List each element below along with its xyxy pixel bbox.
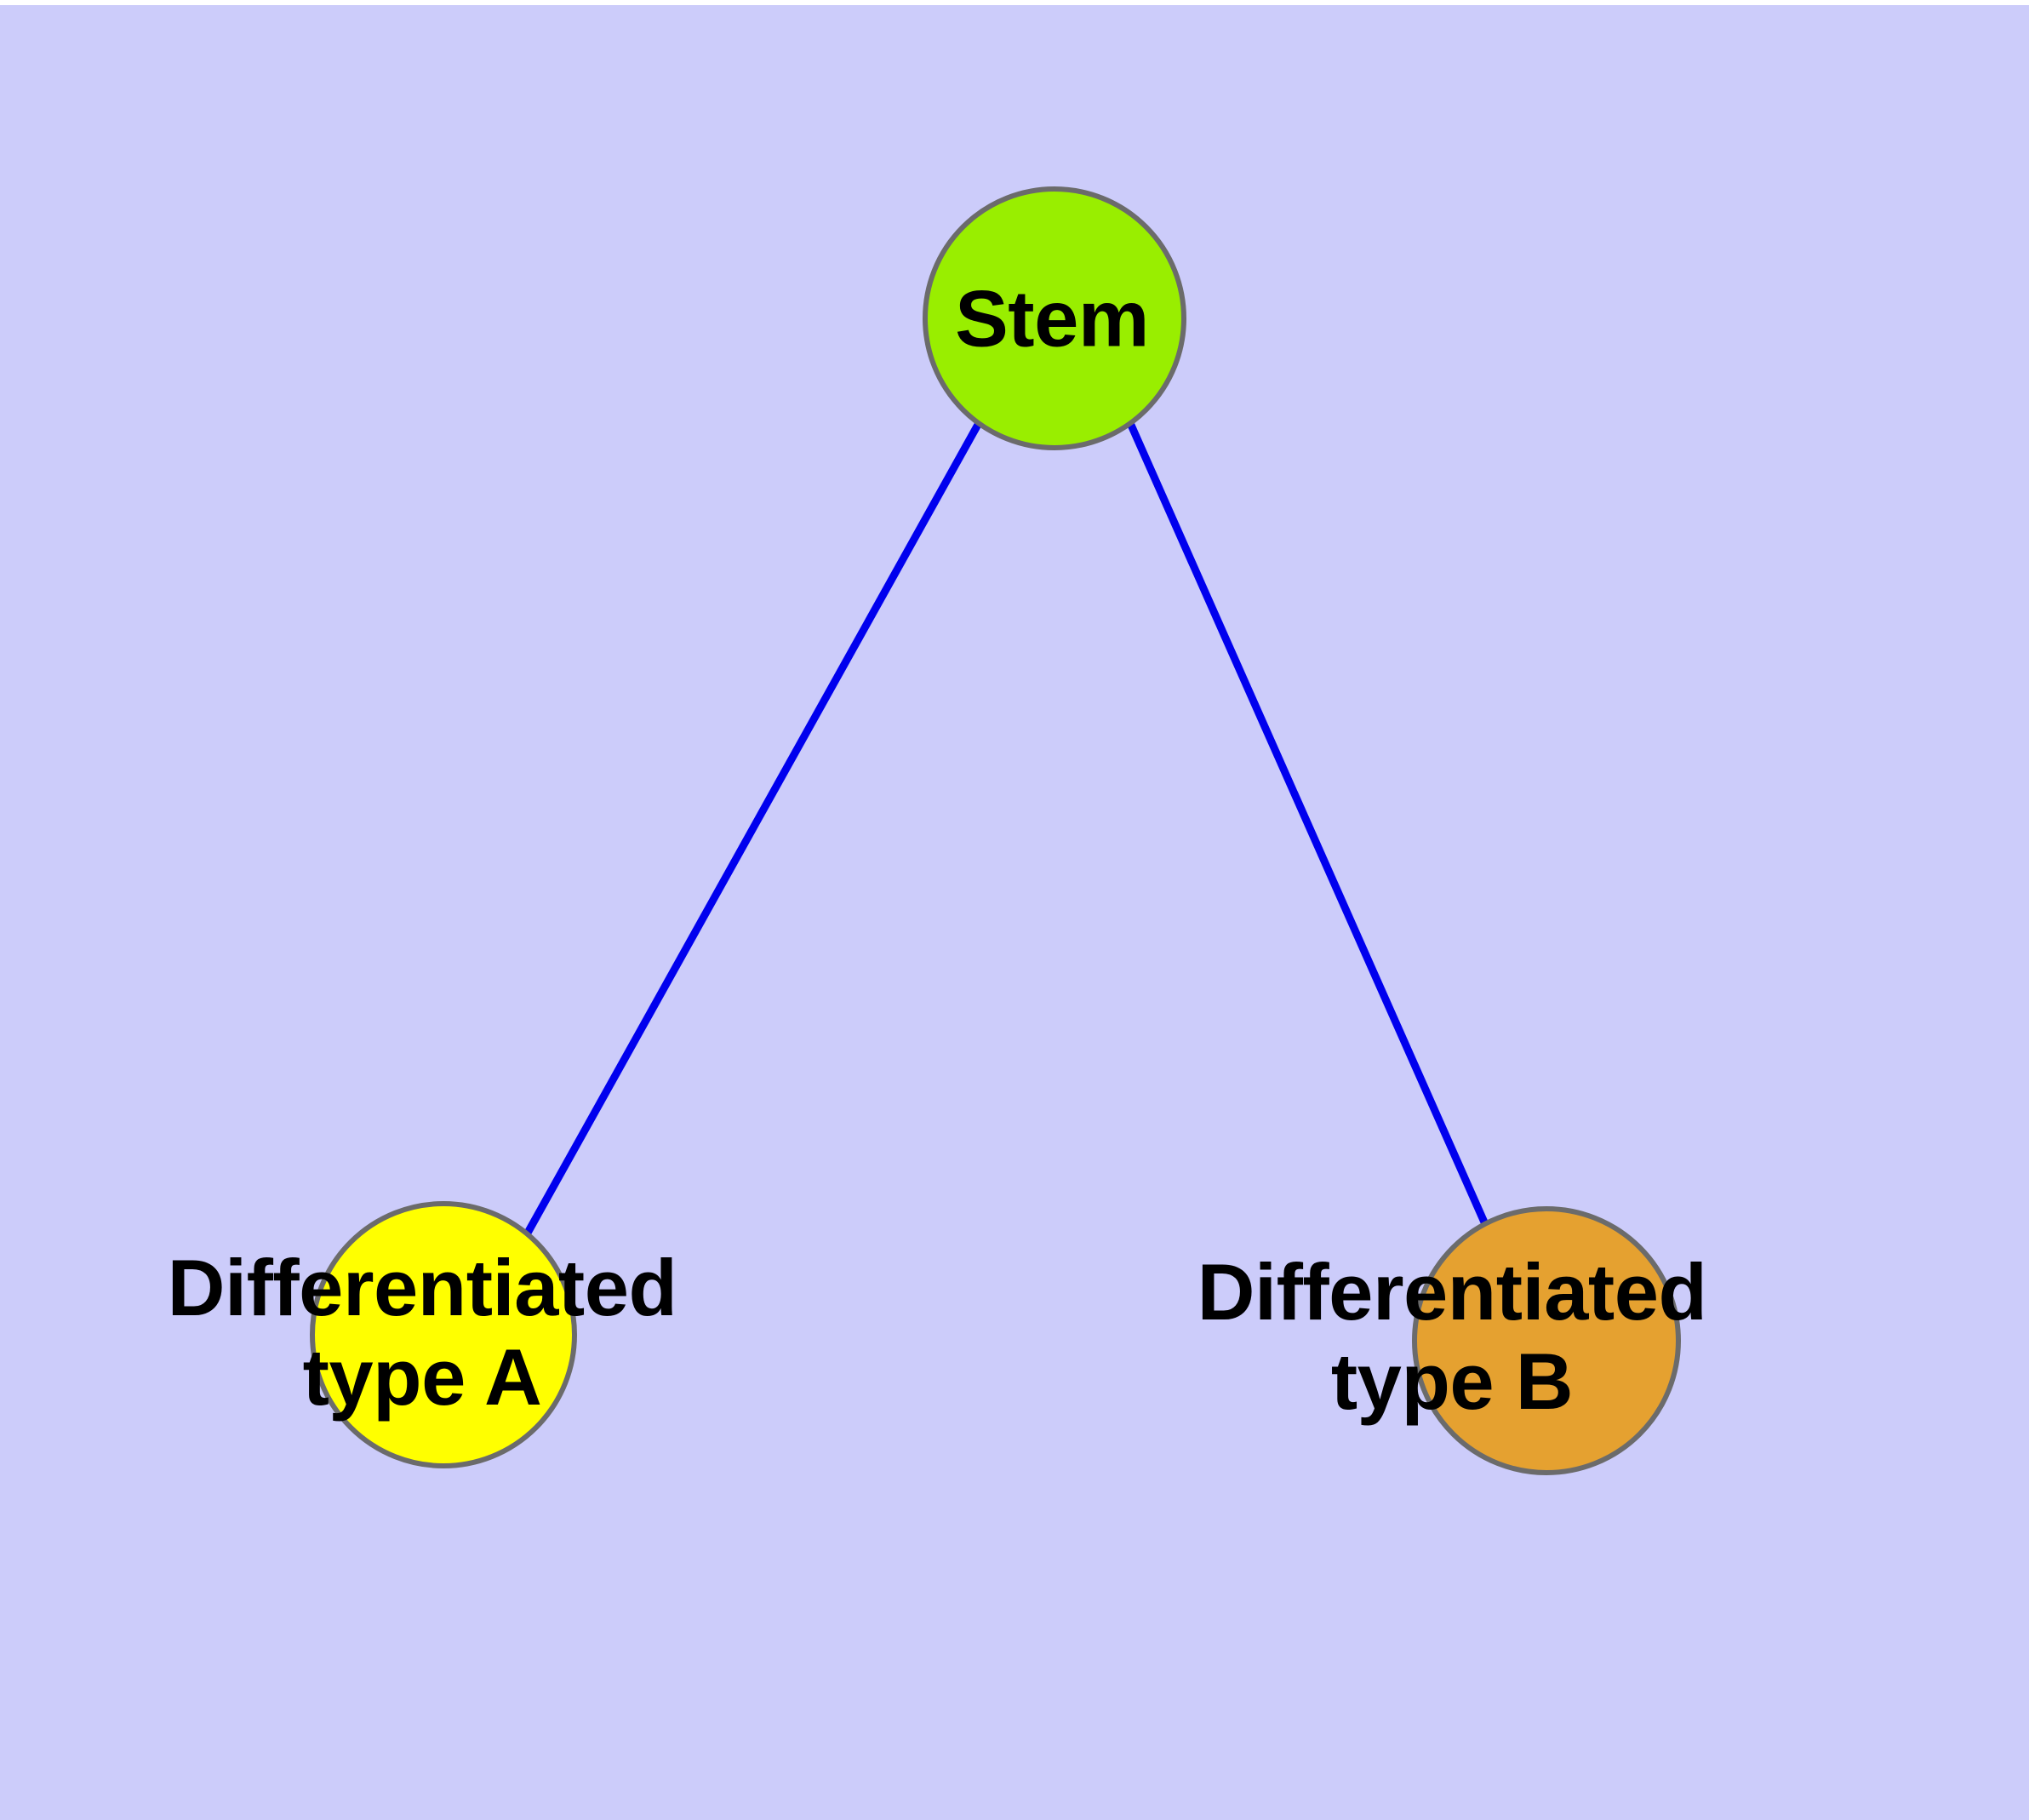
edge-stem-to-differentiated-type-b[interactable] [1126, 421, 1489, 1226]
edge-stem-to-differentiated-type-a[interactable] [523, 421, 982, 1237]
node-label-line: type B [1330, 1336, 1574, 1426]
node-label-line: Differentiated [167, 1243, 677, 1332]
node-label-line: Differentiated [1197, 1247, 1707, 1336]
edge-group [523, 421, 1489, 1237]
node-stem[interactable] [923, 186, 1186, 450]
node-group [310, 186, 1681, 1475]
node-label-line: Stem [955, 273, 1149, 363]
node-label-stem: Stem [456, 274, 1648, 363]
node-differentiated-type-b[interactable] [1412, 1206, 1681, 1475]
node-differentiated-type-a[interactable] [310, 1201, 577, 1468]
node-label-line: type A [302, 1332, 542, 1422]
